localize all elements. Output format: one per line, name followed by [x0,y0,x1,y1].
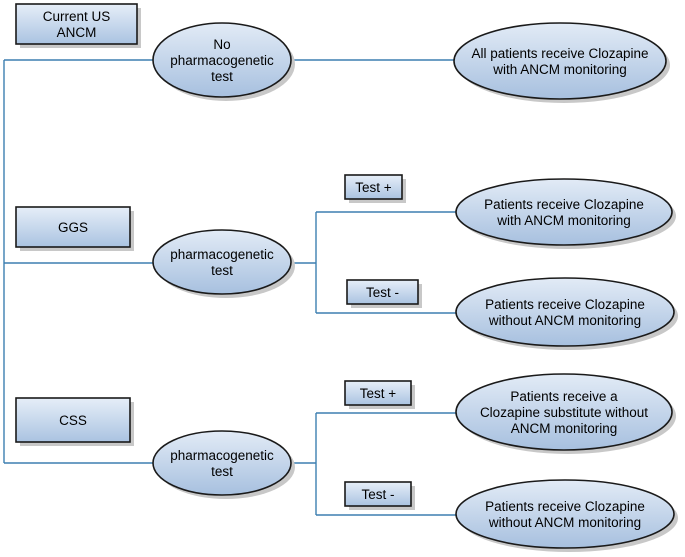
label-line: Test - [361,487,394,502]
strategy-box-css: CSS [15,397,134,446]
label-line: with ANCM monitoring [496,213,631,228]
label-line: test [211,464,233,479]
label-line: All patients receive Clozapine [471,46,648,61]
label-line: Patients receive Clozapine [485,499,645,514]
strategy-label: GGS [58,220,88,235]
label-line: Patients receive a [510,389,618,404]
strategy-label: CSS [59,413,87,428]
label-line: Patients receive Clozapine [485,297,645,312]
label-line: Test + [355,180,392,195]
result-label: Test + [360,386,397,401]
strategy-box-ggs: GGS [15,206,134,251]
label-line: No [213,37,230,52]
label-line: pharmacogenetic [170,247,274,262]
label-line: Current US [43,9,111,24]
label-line: CSS [59,413,87,428]
result-box-css-positive: Test + [344,380,415,409]
label-line: Test - [366,285,399,300]
label-line: test [211,263,233,278]
label-line: pharmacogenetic [170,53,274,68]
label-line: Patients receive Clozapine [484,197,644,212]
label-line: ANCM [57,25,97,40]
result-label: Test - [366,285,399,300]
label-line: Clozapine substitute without [480,405,648,420]
label-line: with ANCM monitoring [492,62,627,77]
result-box-ggs-negative: Test - [346,279,422,308]
result-box-css-negative: Test - [344,481,415,510]
label-line: ANCM monitoring [511,421,618,436]
result-box-ggs-positive: Test + [344,174,406,203]
label-line: without ANCM monitoring [488,515,641,530]
label-line: test [211,69,233,84]
result-label: Test + [355,180,392,195]
result-label: Test - [361,487,394,502]
label-line: pharmacogenetic [170,448,274,463]
label-line: without ANCM monitoring [488,313,641,328]
label-line: GGS [58,220,88,235]
label-line: Test + [360,386,397,401]
